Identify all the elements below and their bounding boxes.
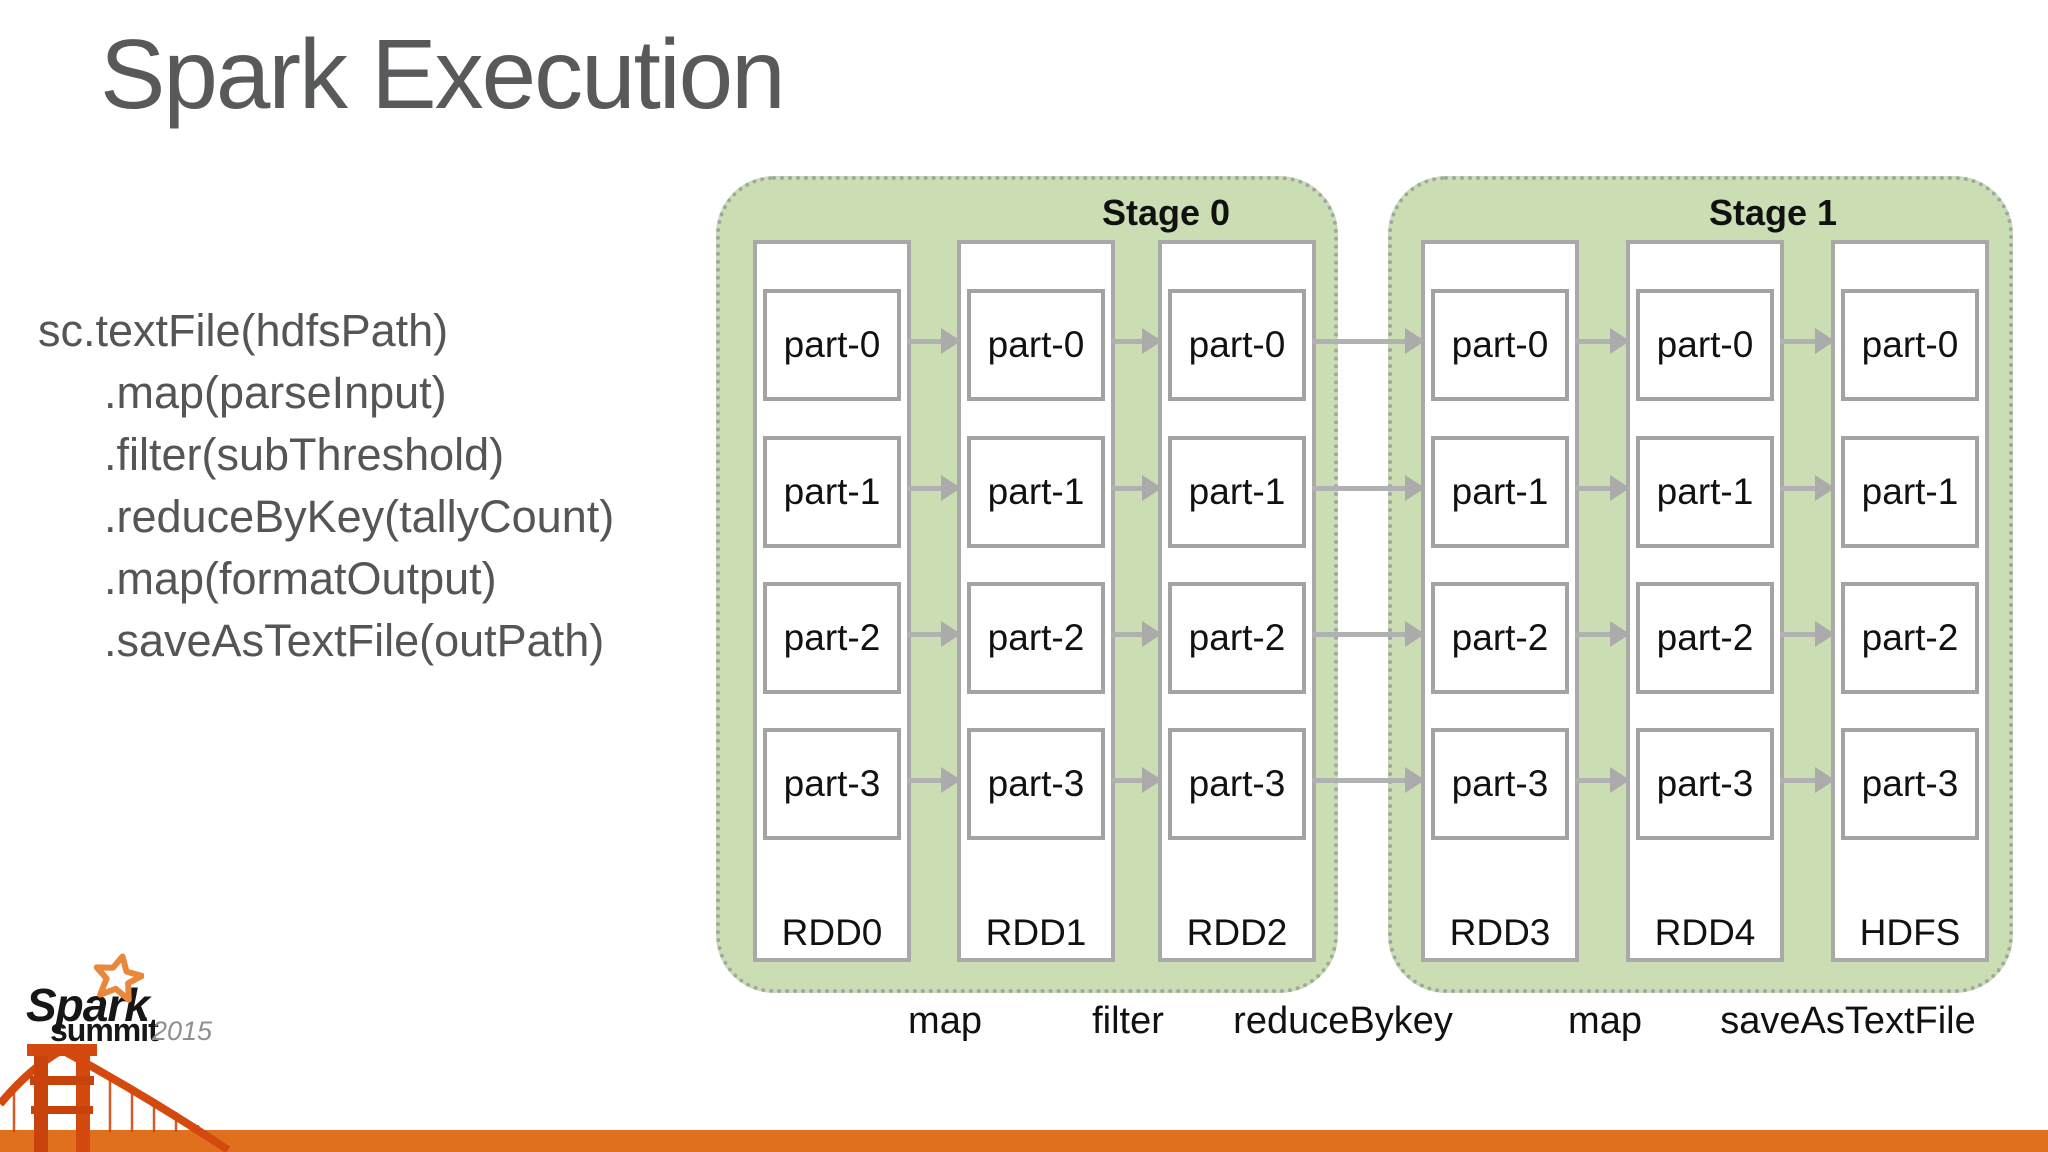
- year-text: 2015: [152, 1016, 213, 1046]
- arrow-line: [907, 339, 947, 344]
- arrow-line: [1312, 486, 1411, 491]
- arrow-head-icon: [1610, 621, 1630, 647]
- stage-label: Stage 0: [1101, 192, 1230, 233]
- partition-box: part-3: [1168, 728, 1306, 840]
- code-line: .saveAsTextFile(outPath): [104, 615, 605, 666]
- arrow-head-icon: [1610, 328, 1630, 354]
- stage-label: Stage 1: [1708, 192, 1837, 233]
- operation-label: saveAsTextFile: [1720, 1000, 1976, 1042]
- partition-box: part-2: [1636, 582, 1774, 694]
- bottom-orange-band: [0, 1130, 2048, 1152]
- partition-box: part-1: [763, 436, 901, 548]
- code-line: .map(formatOutput): [104, 553, 497, 604]
- partition-box: part-3: [1431, 728, 1569, 840]
- arrow-line: [1312, 632, 1411, 637]
- arrow-line: [1111, 632, 1148, 637]
- operation-label: map: [908, 1000, 982, 1042]
- arrow-head-icon: [1405, 328, 1425, 354]
- arrow-head-icon: [1815, 767, 1835, 793]
- operation-label: map: [1568, 1000, 1642, 1042]
- arrow-head-icon: [1142, 767, 1162, 793]
- partition-box: part-1: [1636, 436, 1774, 548]
- arrow-line: [907, 486, 947, 491]
- arrow-line: [1312, 339, 1411, 344]
- code-block: sc.textFile(hdfsPath) .map(parseInput) .fi…: [38, 300, 614, 672]
- code-line: .reduceByKey(tallyCount): [104, 491, 615, 542]
- partition-box: part-1: [967, 436, 1105, 548]
- partition-box: part-0: [1168, 289, 1306, 401]
- partition-box: part-0: [967, 289, 1105, 401]
- partition-box: part-2: [1841, 582, 1979, 694]
- arrow-head-icon: [1142, 328, 1162, 354]
- arrow-line: [1575, 486, 1616, 491]
- star-icon: [93, 953, 144, 1003]
- arrow-line: [1575, 778, 1616, 783]
- arrow-head-icon: [941, 475, 961, 501]
- partition-box: part-1: [1431, 436, 1569, 548]
- summit-logo-text: summit: [50, 1012, 159, 1048]
- arrow-head-icon: [1815, 328, 1835, 354]
- partition-box: part-1: [1168, 436, 1306, 548]
- partition-box: part-2: [1431, 582, 1569, 694]
- arrow-line: [1780, 778, 1821, 783]
- rdd-label: RDD0: [781, 912, 883, 953]
- rdd-label: RDD3: [1449, 912, 1551, 953]
- arrow-head-icon: [1405, 475, 1425, 501]
- arrow-line: [907, 632, 947, 637]
- arrow-head-icon: [941, 328, 961, 354]
- arrow-head-icon: [1610, 767, 1630, 793]
- operation-label: filter: [1092, 1000, 1164, 1042]
- arrow-head-icon: [1405, 767, 1425, 793]
- arrow-line: [907, 778, 947, 783]
- arrow-line: [1780, 339, 1821, 344]
- partition-box: part-0: [1431, 289, 1569, 401]
- arrow-head-icon: [1815, 621, 1835, 647]
- golden-gate-bridge-icon: [0, 1044, 231, 1152]
- arrow-line: [1780, 632, 1821, 637]
- page-title: Spark Execution: [100, 19, 786, 129]
- code-line: .filter(subThreshold): [104, 429, 505, 480]
- rdd-label: RDD2: [1186, 912, 1288, 953]
- arrow-line: [1312, 778, 1411, 783]
- rdd-label: RDD4: [1654, 912, 1756, 953]
- partition-box: part-1: [1841, 436, 1979, 548]
- arrow-line: [1111, 339, 1148, 344]
- arrow-head-icon: [1405, 621, 1425, 647]
- arrow-head-icon: [941, 767, 961, 793]
- arrow-line: [1575, 632, 1616, 637]
- arrow-head-icon: [1815, 475, 1835, 501]
- partition-box: part-3: [967, 728, 1105, 840]
- partition-box: part-2: [967, 582, 1105, 694]
- arrow-line: [1780, 486, 1821, 491]
- arrow-head-icon: [1610, 475, 1630, 501]
- arrow-head-icon: [1142, 475, 1162, 501]
- arrow-line: [1111, 486, 1148, 491]
- partition-box: part-2: [763, 582, 901, 694]
- partition-box: part-3: [763, 728, 901, 840]
- partition-box: part-3: [1636, 728, 1774, 840]
- partition-box: part-3: [1841, 728, 1979, 840]
- rdd-label: HDFS: [1859, 912, 1961, 953]
- rdd-label: RDD1: [985, 912, 1087, 953]
- arrow-line: [1575, 339, 1616, 344]
- operation-label: reduceBykey: [1233, 1000, 1453, 1042]
- arrow-line: [1111, 778, 1148, 783]
- code-line: .map(parseInput): [104, 367, 447, 418]
- partition-box: part-0: [1841, 289, 1979, 401]
- arrow-head-icon: [1142, 621, 1162, 647]
- partition-box: part-0: [1636, 289, 1774, 401]
- partition-box: part-2: [1168, 582, 1306, 694]
- arrow-head-icon: [941, 621, 961, 647]
- code-line: sc.textFile(hdfsPath): [38, 305, 449, 356]
- partition-box: part-0: [763, 289, 901, 401]
